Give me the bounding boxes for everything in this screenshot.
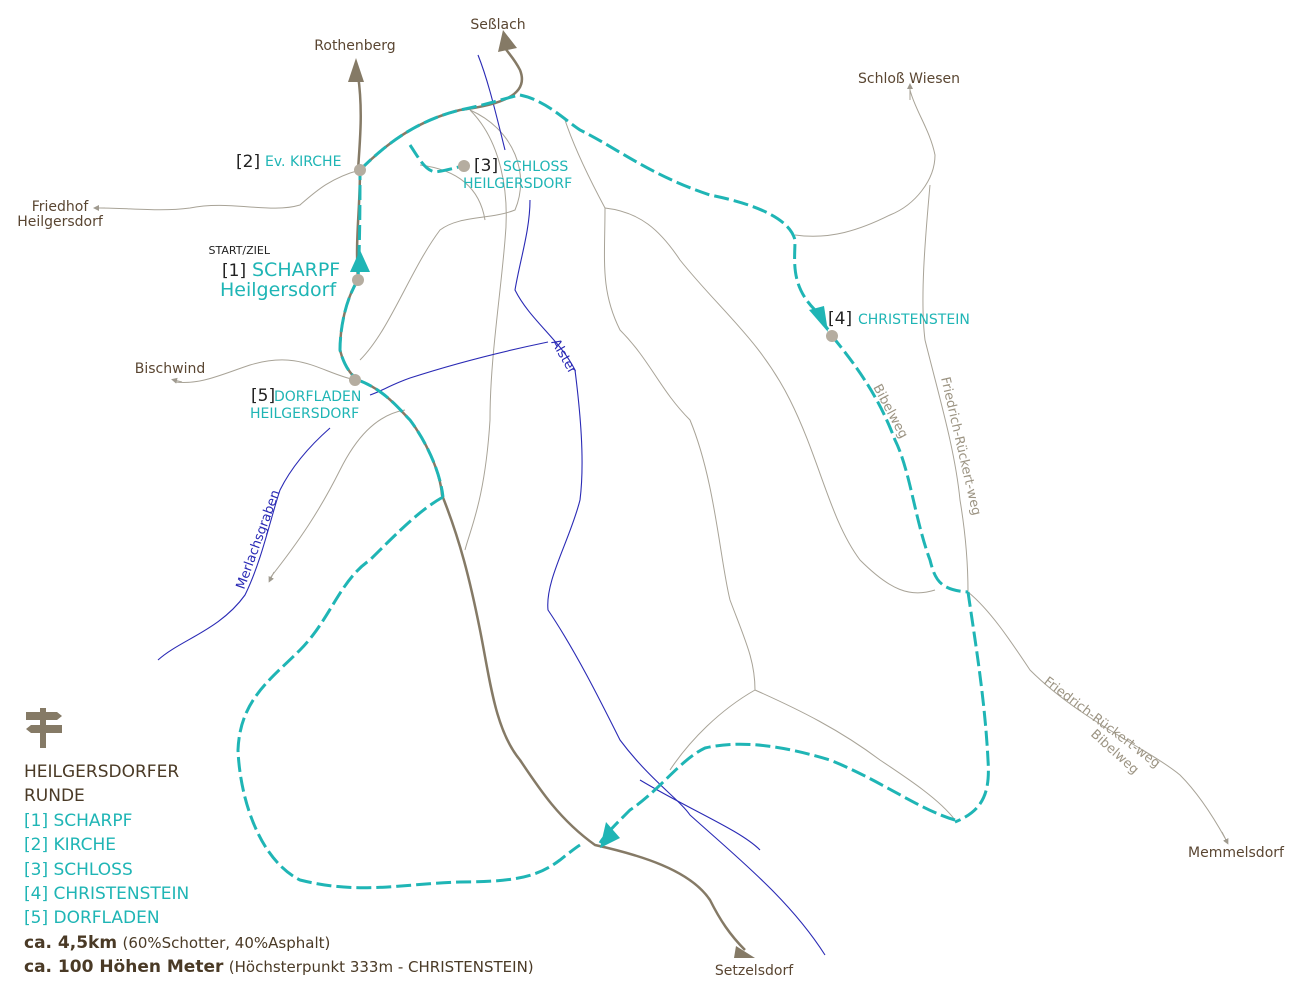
path-schloss-south (564, 119, 756, 771)
stop-number: [3] (474, 156, 498, 176)
stop-name-line2: HEILGERSDORF (463, 176, 572, 192)
legend-distance-detail: (60%Schotter, 40%Asphalt) (122, 933, 331, 952)
place-friedhof: Friedhof (32, 199, 90, 215)
legend-stop-5: [5] DORFLADEN (24, 908, 160, 929)
route-north-arc (519, 93, 834, 337)
stop-marker-schloss[interactable] (458, 160, 470, 172)
path-se-join (754, 689, 956, 821)
label-bibelweg: Bibelweg (869, 382, 910, 441)
path-friedhof (99, 169, 361, 211)
route-se-return (598, 742, 956, 844)
route-arrow-north (350, 250, 370, 272)
legend-stop-3: [3] SCHLOSS (24, 859, 133, 880)
path-schloss-east (604, 207, 936, 594)
stop-label-dorfladen[interactable]: [5] DORFLADEN HEILGERSDORF (250, 386, 361, 422)
route-west-loop (236, 495, 581, 890)
legend-elevation-detail: (Höchsterpunkt 333m - CHRISTENSTEIN) (228, 958, 534, 977)
legend-distance: ca. 4,5km (24, 932, 118, 953)
label-friedrich-rueckert-weg: Friedrich-Rückert-weg (937, 376, 983, 517)
legend-title-line2: RUNDE (24, 786, 85, 807)
place-rothenberg: Rothenberg (314, 38, 395, 54)
stop-name-line2: Heilgersdorf (220, 279, 337, 301)
start-finish-tag: START/ZIEL (209, 244, 271, 257)
path-memmelsdorf (967, 591, 1226, 839)
arrow-bischwind (171, 377, 183, 384)
arrow-sesslach (498, 30, 517, 52)
stop-label-scharpf[interactable]: START/ZIEL [1] SCHARPF Heilgersdorf (209, 244, 341, 301)
route-north-west (358, 93, 521, 172)
place-sesslach: Seßlach (470, 17, 525, 33)
place-schloss-wiesen: Schloß Wiesen (858, 71, 960, 87)
stop-marker-scharpf[interactable] (352, 274, 364, 286)
stop-label-kirche[interactable]: [2] Ev. KIRCHE (236, 152, 341, 172)
stop-name: DORFLADEN (274, 389, 361, 405)
stop-label-schloss[interactable]: [3] SCHLOSS HEILGERSDORF (463, 156, 572, 192)
route-arrow-setzelsdorf-return (600, 822, 620, 848)
road-rothenberg (356, 74, 362, 171)
label-friedrich-rueckert-weg-2: Friedrich-Rückert-weg (1041, 674, 1163, 771)
stop-number: [2] (236, 152, 260, 172)
arrow-sw (268, 571, 275, 583)
minor-paths (99, 89, 1226, 839)
stop-marker-dorfladen[interactable] (349, 374, 361, 386)
path-wiesen (794, 89, 936, 237)
route-east-leg (954, 591, 990, 824)
stop-name: Ev. KIRCHE (265, 154, 341, 170)
legend-stop-4: [4] CHRISTENSTEIN (24, 884, 190, 905)
alster-stream (514, 199, 826, 956)
legend-stop-1: [1] SCHARPF (24, 810, 133, 831)
road-sesslach (359, 47, 524, 171)
path-center-west (359, 109, 522, 361)
label-alster: Alster (548, 337, 580, 378)
path-bischwind (174, 359, 356, 384)
stop-name: CHRISTENSTEIN (858, 312, 970, 328)
path-ruckert (922, 184, 969, 593)
route-dorfladen-south (357, 378, 445, 498)
stop-marker-christenstein[interactable] (826, 330, 838, 342)
route-arrow-christenstein (809, 306, 828, 332)
path-center-2 (419, 164, 486, 221)
stop-name: SCHARPF (252, 259, 340, 281)
stop-number: [5] (251, 386, 275, 406)
route-christenstein-south (830, 335, 969, 594)
place-bischwind: Bischwind (135, 361, 205, 377)
waterways (157, 54, 826, 956)
arrow-memmelsdorf (1221, 831, 1229, 845)
legend-title-line1: HEILGERSDORFER (24, 762, 180, 782)
path-sw-branch (269, 409, 406, 579)
signpost-icon (26, 708, 62, 748)
stop-number: [4] (828, 309, 852, 329)
stop-label-christenstein[interactable]: [4] CHRISTENSTEIN (828, 309, 970, 329)
merlachsgraben-stream (157, 427, 331, 661)
merlach-feeder (369, 341, 549, 396)
route-legend: HEILGERSDORFER RUNDE [1] SCHARPF [2] KIR… (24, 706, 664, 980)
legend-elevation: ca. 100 Höhen Meter (24, 957, 224, 978)
stop-name: SCHLOSS (503, 159, 568, 175)
arrow-setzelsdorf (734, 946, 755, 958)
stream-north (477, 54, 506, 151)
stop-name-line2: HEILGERSDORF (250, 406, 359, 422)
place-setzelsdorf: Setzelsdorf (715, 963, 794, 979)
label-merlachsgraben: Merlachsgraben (234, 488, 284, 591)
arrow-rothenberg (348, 58, 364, 82)
legend-elevation-row: ca. 100 Höhen Meter (Höchsterpunkt 333m … (24, 955, 664, 979)
stop-marker-kirche[interactable] (354, 164, 366, 176)
path-center-1 (464, 109, 507, 551)
place-friedhof-heilgersdorf: Heilgersdorf (17, 214, 104, 230)
legend-distance-row: ca. 4,5km (60%Schotter, 40%Asphalt) (24, 931, 664, 955)
legend-stop-2: [2] KIRCHE (24, 835, 117, 856)
stop-number: [1] (222, 261, 246, 281)
place-memmelsdorf: Memmelsdorf (1188, 845, 1285, 861)
